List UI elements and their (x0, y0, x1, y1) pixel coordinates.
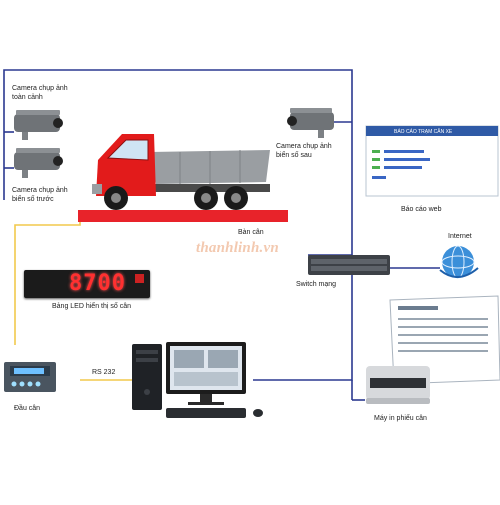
label-ticket-printer: Máy in phiếu cân (374, 415, 427, 422)
label-camera-front-plate: Camera chụp ảnh biển số trước (12, 187, 68, 203)
weighing-indicator-icon (4, 362, 56, 392)
label-weighing-indicator: Đầu cân (14, 405, 41, 412)
computer-tower-icon (132, 344, 162, 410)
label-rs232: RS 232 (92, 369, 116, 376)
led-display-value: 8700 (69, 271, 126, 296)
camera-front-plate-icon (14, 148, 63, 178)
web-report-screenshot (365, 125, 499, 197)
watermark: thanhlinh.vn (196, 240, 279, 256)
label-camera-overview: Camera chụp ảnh toàn cảnh (12, 85, 68, 101)
label-web-report: Báo cáo web (401, 206, 442, 213)
internet-globe-icon (439, 245, 479, 279)
web-report-title: BÁO CÁO TRẠM CÂN XE (394, 129, 453, 135)
camera-overview-icon (14, 110, 63, 140)
label-network-switch: Switch mạng (296, 281, 337, 288)
cable-loop (3, 69, 353, 381)
camera-rear-plate-icon (287, 108, 334, 138)
monitor-icon (166, 342, 246, 405)
led-unit-indicator (135, 274, 144, 283)
led-display-board: 8700 (24, 270, 150, 298)
network-switch-icon (308, 255, 390, 275)
dump-truck-icon (92, 134, 270, 210)
label-camera-rear-plate: Camera chụp ảnh biển số sau (276, 143, 332, 159)
label-scale-platform: Bàn cân (238, 229, 264, 236)
keyboard-icon (166, 408, 263, 418)
ticket-printer-icon (366, 366, 430, 404)
label-internet: Internet (448, 233, 472, 240)
scale-platform-icon (78, 210, 288, 222)
weigh-ticket-document (389, 295, 500, 385)
label-led-board: Bảng LED hiển thị số cân (52, 303, 131, 310)
